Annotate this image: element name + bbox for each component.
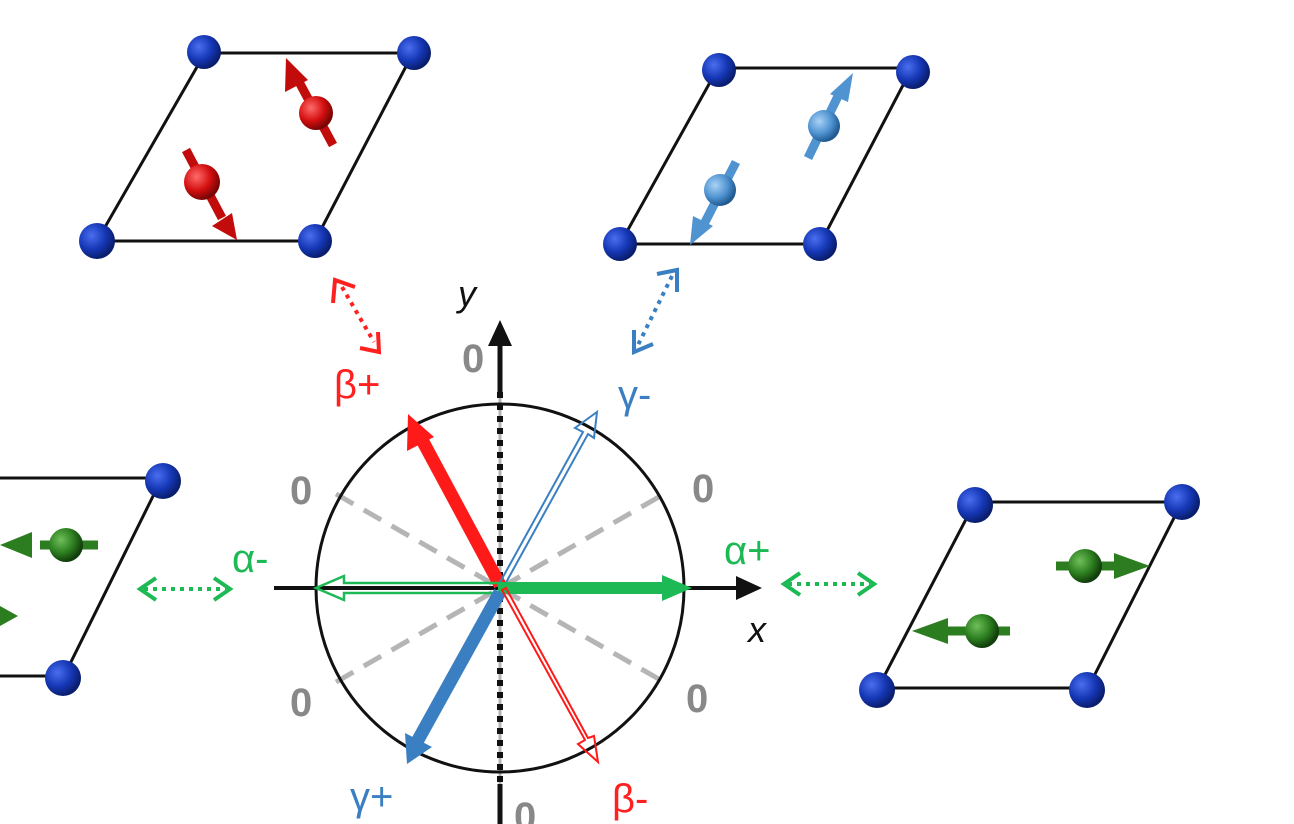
atom-sphere-icon bbox=[79, 223, 115, 259]
spin-arrow-icon bbox=[1056, 549, 1150, 583]
atom-sphere-icon bbox=[397, 36, 431, 70]
spin-arrow-icon bbox=[0, 528, 98, 562]
dotted-double-arrow-icon bbox=[136, 576, 234, 602]
unit-cell-alpha-minus bbox=[0, 463, 181, 696]
vector-alpha-plus bbox=[498, 575, 692, 601]
vector-beta-plus bbox=[407, 414, 506, 589]
y-axis bbox=[488, 320, 512, 824]
zero-label-lower-right: 0 bbox=[686, 677, 708, 721]
dotted-double-arrow-icon bbox=[780, 571, 878, 597]
zero-label-upper-right: 0 bbox=[692, 467, 714, 511]
spin-arrow-icon bbox=[0, 606, 18, 626]
zero-label-bottom: 0 bbox=[514, 795, 536, 824]
atom-sphere-icon bbox=[45, 660, 81, 696]
atom-sphere-icon bbox=[803, 227, 837, 261]
atom-sphere-icon bbox=[1164, 484, 1200, 520]
spin-arrow-icon bbox=[912, 614, 1010, 648]
atom-sphere-icon bbox=[702, 53, 736, 87]
spin-arrow-icon bbox=[182, 147, 237, 240]
atom-sphere-icon bbox=[957, 487, 993, 523]
unit-cell-beta bbox=[79, 35, 431, 259]
x-axis-label: x bbox=[746, 609, 768, 650]
atom-sphere-icon bbox=[896, 55, 930, 89]
unit-cell-alpha-plus bbox=[859, 484, 1200, 708]
mode-label-beta-plus: β+ bbox=[334, 363, 380, 407]
mode-label-gamma-plus: γ+ bbox=[350, 775, 393, 819]
vector-gamma-plus bbox=[405, 588, 506, 764]
zero-label-lower-left: 0 bbox=[290, 681, 312, 725]
spin-arrow-icon bbox=[803, 73, 853, 160]
spin-arrow-icon bbox=[285, 58, 337, 148]
mode-label-beta-minus: β- bbox=[612, 777, 648, 821]
dotted-double-arrow-icon bbox=[632, 267, 679, 356]
unit-cell-gamma bbox=[603, 53, 930, 261]
atom-sphere-icon bbox=[298, 224, 332, 258]
atom-sphere-icon bbox=[859, 672, 895, 708]
mode-label-alpha-plus: α+ bbox=[724, 529, 770, 573]
atom-sphere-icon bbox=[187, 35, 221, 69]
vector-gamma-minus bbox=[496, 409, 599, 590]
zero-label-top: 0 bbox=[462, 337, 484, 381]
mode-label-gamma-minus: γ- bbox=[618, 373, 651, 417]
mode-label-alpha-minus: α- bbox=[232, 537, 268, 581]
polar-plot bbox=[274, 320, 762, 824]
zero-label-upper-left: 0 bbox=[290, 469, 312, 513]
spin-arrow-icon bbox=[690, 159, 740, 245]
vector-alpha-minus bbox=[312, 574, 502, 602]
atom-sphere-icon bbox=[145, 463, 181, 499]
dotted-double-arrow-icon bbox=[331, 277, 382, 355]
atom-sphere-icon bbox=[1069, 672, 1105, 708]
vector-beta-minus bbox=[500, 586, 600, 765]
y-axis-label: y bbox=[455, 273, 478, 314]
atom-sphere-icon bbox=[603, 227, 637, 261]
